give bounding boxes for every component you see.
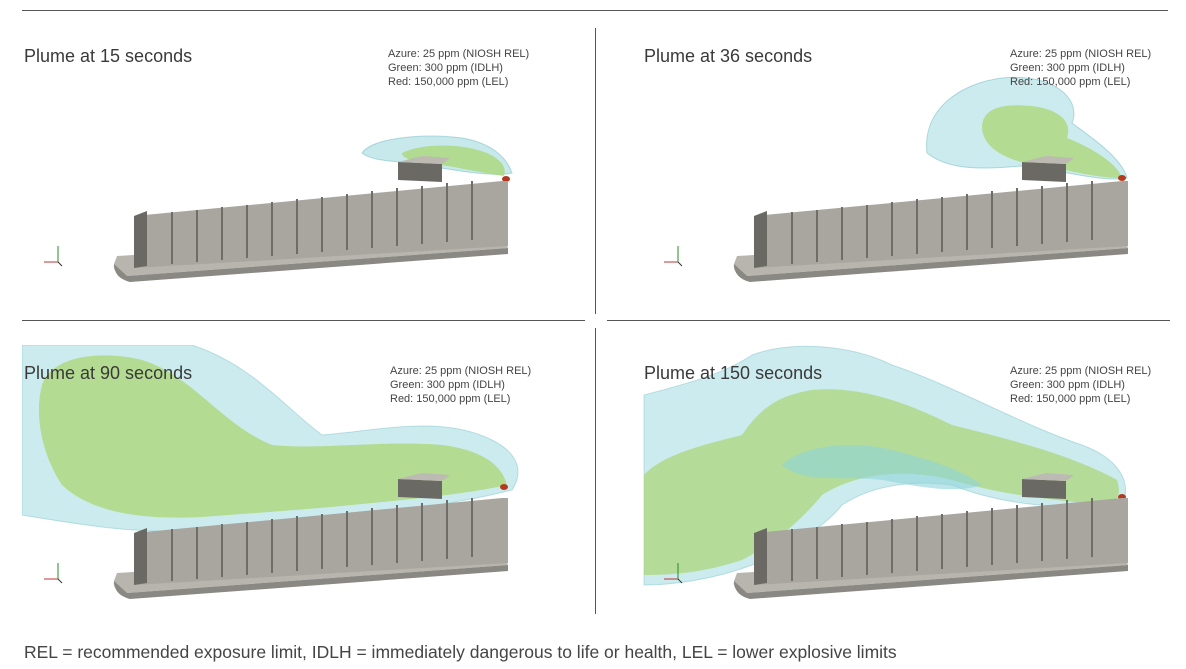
ship-structure xyxy=(113,473,508,599)
legend-red: Red: 150,000 ppm (LEL) xyxy=(388,76,509,88)
plume-panel-90s: Plume at 90 seconds Azure: 25 ppm (NIOSH… xyxy=(22,345,584,615)
ship-structure xyxy=(733,473,1128,599)
legend-azure: Azure: 25 ppm (NIOSH REL) xyxy=(1010,365,1152,377)
axis-triad xyxy=(44,246,63,267)
plume-green xyxy=(402,145,505,176)
axis-triad xyxy=(44,563,63,584)
panel-title: Plume at 15 seconds xyxy=(24,46,193,66)
legend-red: Red: 150,000 ppm (LEL) xyxy=(390,393,511,405)
plume-red xyxy=(500,484,508,490)
middle-divider-right xyxy=(607,320,1170,321)
legend-azure: Azure: 25 ppm (NIOSH REL) xyxy=(390,365,532,377)
plume-render-150s xyxy=(643,345,1128,599)
legend: Azure: 25 ppm (NIOSH REL) Green: 300 ppm… xyxy=(388,47,529,89)
plume-render-15s xyxy=(44,135,513,282)
plume-render-36s xyxy=(664,76,1128,282)
ship-structure xyxy=(113,156,508,282)
plume-panel-150s: Plume at 150 seconds Azure: 25 ppm (NIOS… xyxy=(622,345,1184,615)
plume-azure-inner xyxy=(782,445,982,490)
legend: Azure: 25 ppm (NIOSH REL) Green: 300 ppm… xyxy=(1010,364,1151,406)
center-divider-top xyxy=(595,28,596,314)
axis-triad xyxy=(664,246,683,267)
legend-green: Green: 300 ppm (IDLH) xyxy=(1010,62,1125,74)
legend-green: Green: 300 ppm (IDLH) xyxy=(388,62,503,74)
legend-red: Red: 150,000 ppm (LEL) xyxy=(1010,393,1131,405)
plume-red xyxy=(1118,175,1126,181)
ship-structure xyxy=(733,156,1128,282)
panel-title: Plume at 150 seconds xyxy=(644,363,823,383)
legend-azure: Azure: 25 ppm (NIOSH REL) xyxy=(388,48,530,60)
plume-green xyxy=(982,105,1122,178)
plume-red xyxy=(502,176,510,182)
axis-triad xyxy=(664,563,683,584)
plume-panel-36s: Plume at 36 seconds Azure: 25 ppm (NIOSH… xyxy=(622,28,1184,316)
legend-azure: Azure: 25 ppm (NIOSH REL) xyxy=(1010,48,1152,60)
top-divider xyxy=(22,10,1168,11)
legend: Azure: 25 ppm (NIOSH REL) Green: 300 ppm… xyxy=(1010,47,1151,89)
plume-green xyxy=(38,355,507,518)
middle-divider-left xyxy=(22,320,585,321)
legend-red: Red: 150,000 ppm (LEL) xyxy=(1010,76,1131,88)
legend: Azure: 25 ppm (NIOSH REL) Green: 300 ppm… xyxy=(390,364,531,406)
center-divider-bottom xyxy=(595,328,596,614)
legend-green: Green: 300 ppm (IDLH) xyxy=(1010,379,1125,391)
panel-title: Plume at 36 seconds xyxy=(644,46,813,66)
plume-render-90s xyxy=(22,345,519,599)
plume-panel-15s: Plume at 15 seconds Azure: 25 ppm (NIOSH… xyxy=(22,28,584,316)
legend-green: Green: 300 ppm (IDLH) xyxy=(390,379,505,391)
plume-green xyxy=(644,389,1119,575)
footnote: REL = recommended exposure limit, IDLH =… xyxy=(24,642,897,662)
panel-title: Plume at 90 seconds xyxy=(24,363,193,383)
